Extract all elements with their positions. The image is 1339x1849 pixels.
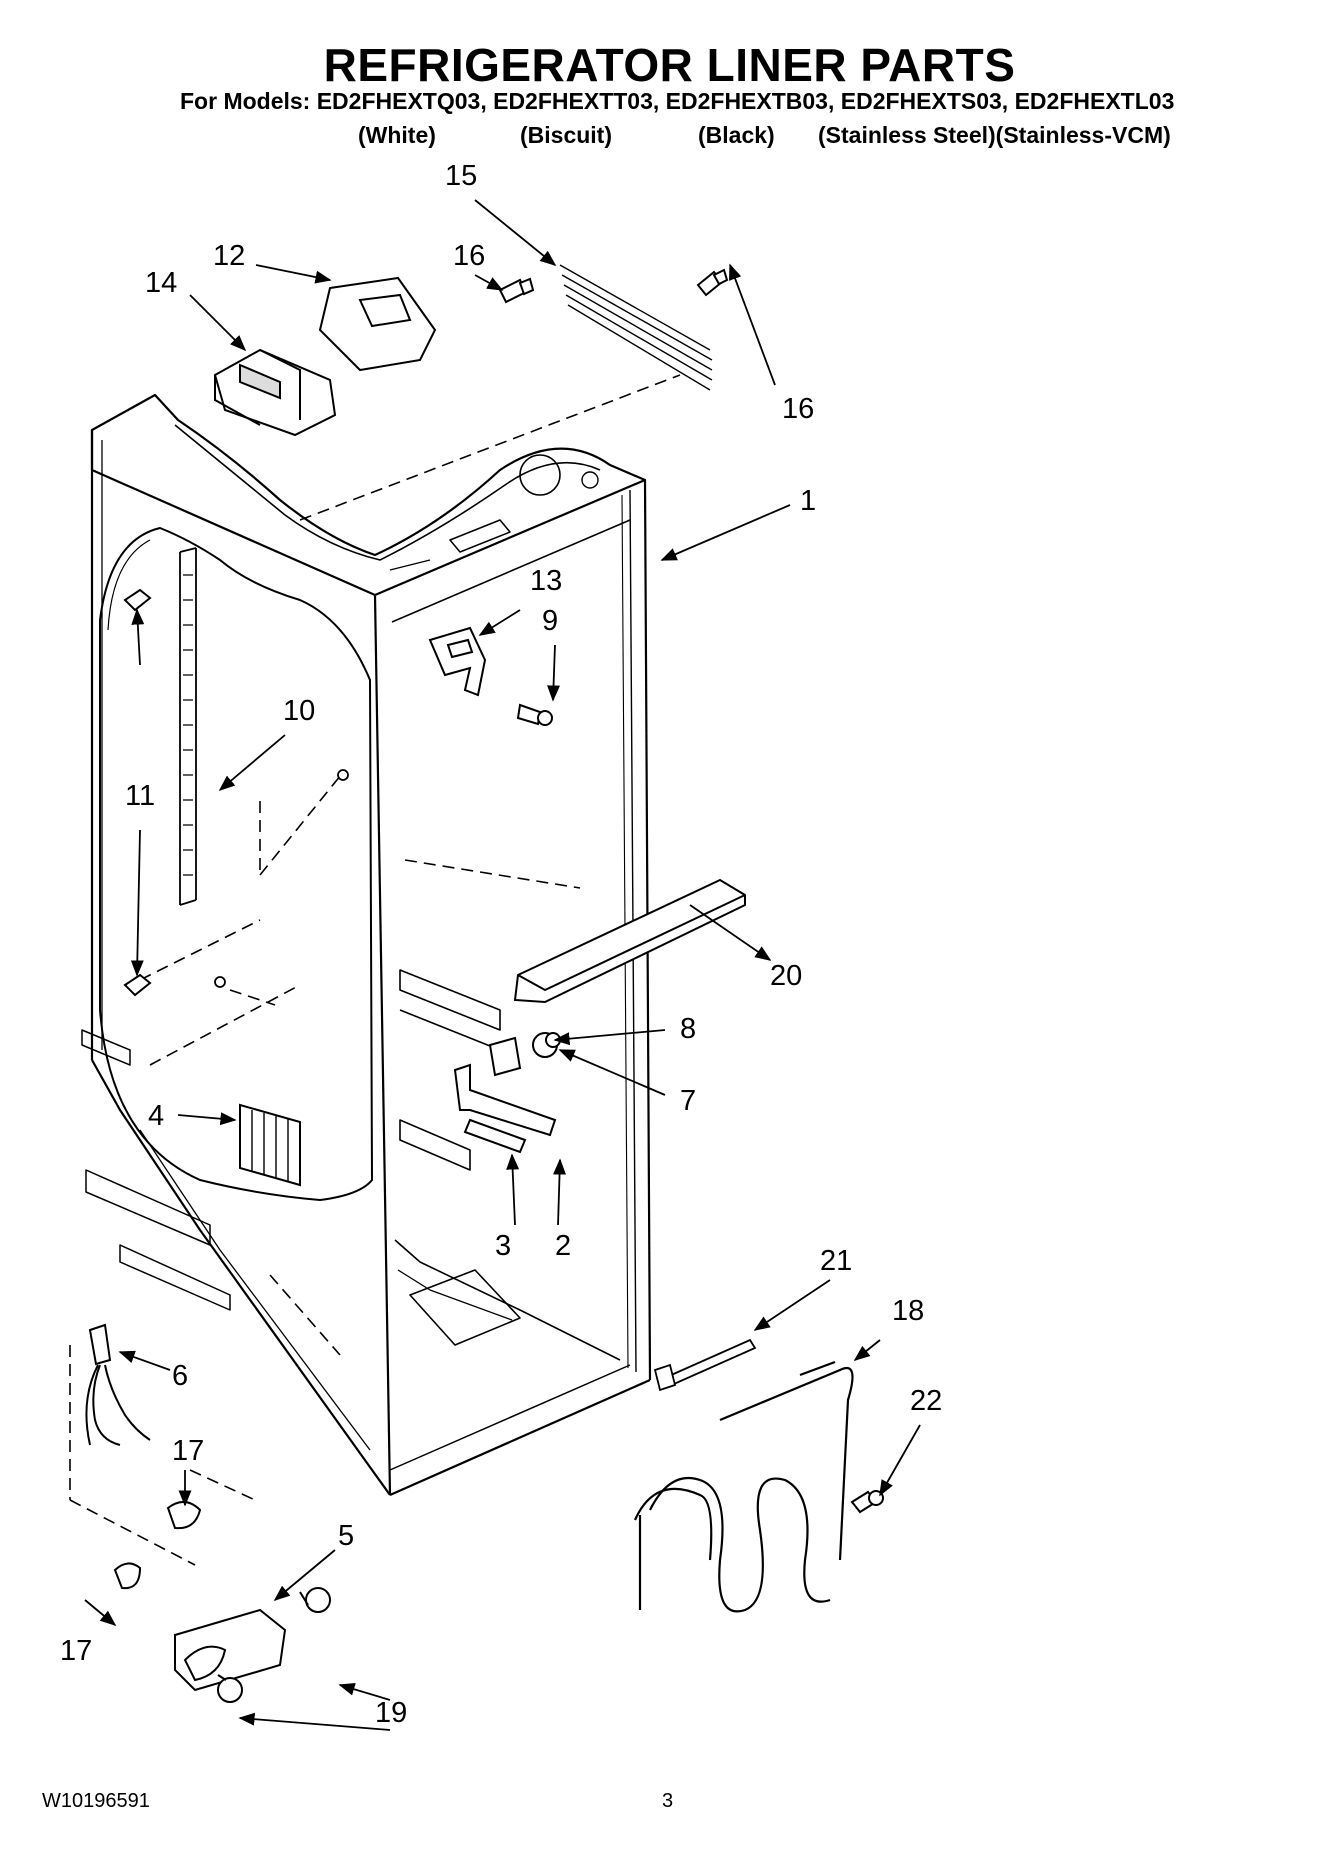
callout-4: 4 (148, 1100, 164, 1132)
variant-stainless: (Stainless Steel)(Stainless-VCM) (818, 122, 1171, 148)
part-bulb-19a (299, 1587, 331, 1613)
dashed-leaders (69, 374, 681, 1566)
page-title: REFRIGERATOR LINER PARTS (323, 39, 1016, 91)
callout-18: 18 (892, 1295, 924, 1327)
part-vent-4 (239, 1103, 301, 1187)
callout-14: 14 (145, 267, 177, 299)
variant-white: (White) (358, 122, 436, 148)
part-tie-21 (653, 1338, 757, 1392)
callout-15: 15 (445, 160, 477, 192)
callout-arrows (84, 199, 921, 1731)
callout-21: 21 (820, 1245, 852, 1277)
callout-2: 2 (555, 1230, 571, 1262)
part-bracket-12 (318, 276, 437, 372)
part-gasket-15 (559, 264, 713, 391)
callout-12: 12 (213, 240, 245, 272)
part-grommet-17b (113, 1562, 142, 1590)
callout-8: 8 (680, 1013, 696, 1045)
part-light-shield-5 (174, 1608, 287, 1692)
models-line: For Models: ED2FHEXTQ03, ED2FHEXTT03, ED… (180, 88, 1175, 114)
callout-11a: 11 (125, 780, 155, 812)
liner-cabinet (81, 393, 652, 1497)
part-grommet-17a (166, 1501, 202, 1530)
callout-10: 10 (283, 695, 315, 727)
callout-1: 1 (800, 485, 816, 517)
callout-13: 13 (530, 565, 562, 597)
part-screw-16a (498, 277, 535, 304)
part-bracket-2-3 (453, 1063, 557, 1154)
callout-19: 19 (375, 1697, 407, 1729)
part-light-housing-14 (213, 348, 337, 437)
callout-9: 9 (542, 605, 558, 637)
part-heater-18 (633, 1360, 854, 1613)
callout-17b: 17 (60, 1635, 92, 1667)
callout-16a: 16 (453, 240, 485, 272)
part-screw-11a (123, 588, 152, 612)
variant-biscuit: (Biscuit) (520, 122, 612, 148)
part-switch-7-8 (488, 1032, 561, 1077)
part-harness-6 (85, 1323, 151, 1446)
callout-6: 6 (172, 1360, 188, 1392)
part-screw-22 (850, 1490, 884, 1514)
variant-black: (Black) (698, 122, 775, 148)
callout-numbers: 1 2 3 4 5 6 7 8 9 10 11 11 12 13 14 15 1… (60, 160, 942, 1729)
page-number: 3 (662, 1790, 674, 1812)
callout-22: 22 (910, 1385, 942, 1417)
callout-16b: 16 (782, 393, 814, 425)
part-screw-16b (696, 268, 729, 297)
document-number: W10196591 (42, 1790, 150, 1812)
part-screw-11b (123, 973, 152, 997)
callout-7: 7 (680, 1085, 696, 1117)
part-screw-9 (516, 703, 553, 726)
part-bulb-19b (217, 1674, 243, 1703)
callout-5: 5 (338, 1520, 354, 1552)
part-bracket-20 (513, 878, 746, 1004)
callout-17a: 17 (172, 1435, 204, 1467)
part-bracket-13 (428, 626, 487, 697)
callout-20: 20 (770, 960, 802, 992)
callout-3: 3 (495, 1230, 511, 1262)
